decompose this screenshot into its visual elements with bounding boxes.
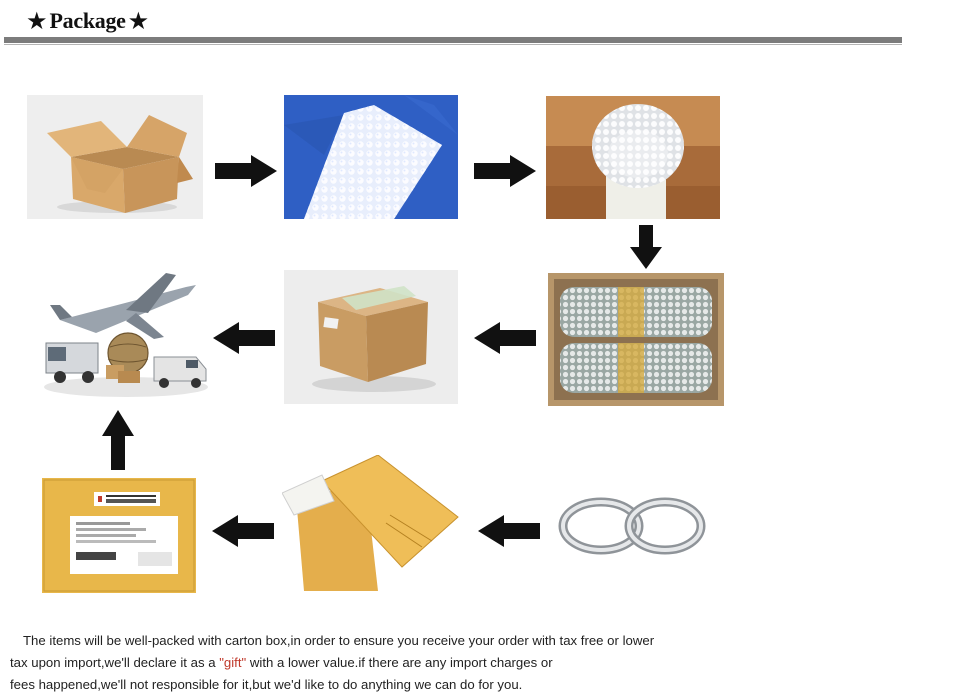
notice-line-2-end: with a lower value.if there are any impo… [246, 655, 553, 670]
airplane-truck-globe-icon [36, 265, 212, 405]
arrow-left-icon [212, 515, 274, 547]
padded-envelope-icon [282, 455, 460, 595]
arrow-up-icon [102, 410, 134, 470]
carton-box-icon [27, 95, 203, 219]
arrow-right-icon [474, 155, 536, 187]
star-icon: ★ [26, 7, 48, 35]
arrow-down-icon [630, 225, 662, 269]
section-title: ★ Package ★ [26, 8, 149, 34]
notice-line-3: fees happened,we'll not responsible for … [10, 677, 523, 692]
arrow-left-icon [478, 515, 540, 547]
arrow-left-icon [474, 322, 536, 354]
gift-highlight: "gift" [219, 655, 247, 670]
sealed-carton-icon [284, 270, 458, 404]
header-divider [4, 37, 902, 43]
notice-line-2-start: tax upon import,we'll declare it as a [10, 655, 220, 670]
notice-line-2: tax upon import,we'll declare it as a "g… [10, 652, 730, 674]
page-header: ★ Package ★ [0, 0, 960, 50]
star-icon: ★ [127, 7, 150, 35]
rings-icon [553, 488, 711, 564]
arrow-left-icon [213, 322, 275, 354]
shipping-notice: The items will be well-packed with carto… [10, 630, 730, 696]
bubble-wrap-roll-icon [546, 96, 720, 219]
wrapped-items-in-box-icon [548, 273, 724, 406]
labeled-envelope-icon [42, 478, 196, 593]
notice-line-1: The items will be well-packed with carto… [23, 633, 655, 648]
bubble-wrap-sheet-icon [284, 95, 458, 219]
header-divider-shadow [4, 44, 902, 45]
section-title-text: Package [49, 8, 126, 33]
arrow-right-icon [215, 155, 277, 187]
